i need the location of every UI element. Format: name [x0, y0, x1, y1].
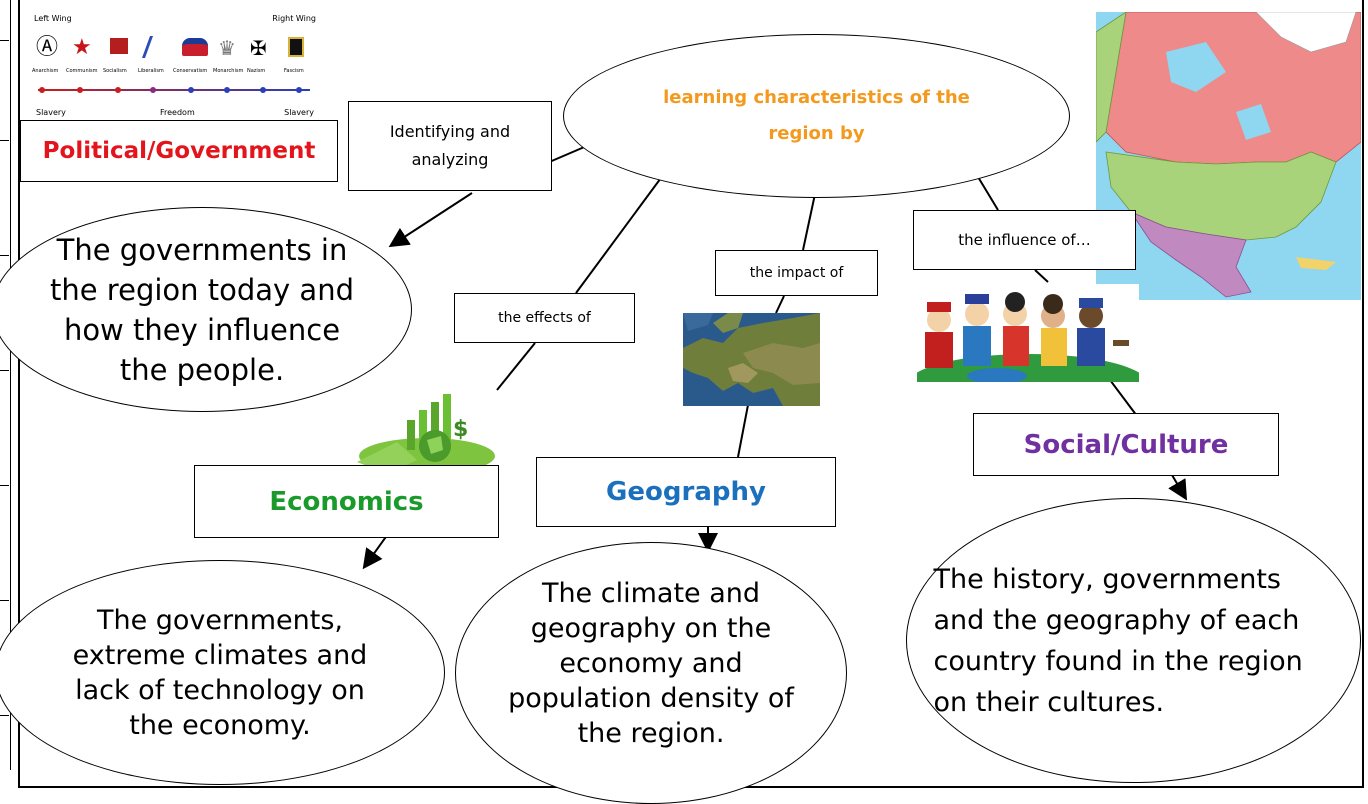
ideology-labels: Anarchism Communism Socialism Liberalism…: [30, 68, 322, 78]
line-social-mid: [1034, 269, 1049, 283]
social-category-box: Social/Culture: [973, 413, 1279, 476]
political-category-box: Political/Government: [20, 120, 338, 182]
liberalism-icon: [141, 36, 166, 58]
ideology-label: Anarchism: [32, 68, 59, 74]
ideology-label: Communism: [66, 68, 98, 74]
nazism-icon: ✠: [250, 36, 267, 60]
economics-detail-text: The governments, extreme climates and la…: [72, 604, 368, 741]
monarchism-icon: ♛: [218, 36, 236, 60]
political-spectrum-image: Left Wing Right Wing Ⓐ ★ ♛ ✠ Anarchism C…: [30, 12, 322, 120]
ideology-label: Fascism: [284, 68, 304, 74]
political-detail-text: The governments in the region today and …: [50, 232, 354, 387]
spectrum-scale-center: Freedom: [160, 108, 195, 117]
socialism-icon: [110, 38, 128, 54]
political-detail-ellipse: The governments in the region today and …: [0, 207, 412, 412]
economics-category-box: Economics: [194, 465, 499, 538]
geography-detail-text: The climate and geography on the economy…: [508, 577, 794, 749]
political-category-label: Political/Government: [42, 138, 316, 164]
spectrum-line: [38, 89, 310, 91]
economics-category-label: Economics: [269, 486, 424, 517]
line-geography-mid: [775, 295, 785, 314]
ideology-label: Conservatism: [173, 68, 208, 74]
link-box-economics: the effects of: [454, 293, 635, 343]
north-america-map-image: [1096, 12, 1361, 300]
europe-satellite-image: [683, 313, 820, 406]
geography-detail-ellipse: The climate and geography on the economy…: [455, 542, 847, 804]
social-detail-ellipse: The history, governments and the geograp…: [906, 498, 1361, 783]
arrow-social: [1168, 474, 1188, 501]
link-label-social: the influence of…: [958, 231, 1091, 249]
money-globe-image: $: [357, 390, 497, 476]
spectrum-left-label: Left Wing: [34, 14, 72, 23]
geography-category-box: Geography: [536, 457, 836, 527]
line-economics-top: [575, 162, 673, 294]
geography-category-label: Geography: [606, 477, 766, 507]
line-economics-bottom: [496, 342, 536, 391]
world-people-image: [917, 284, 1139, 382]
conservatism-icon: [182, 38, 208, 56]
economics-detail-ellipse: The governments, extreme climates and la…: [0, 560, 445, 785]
ideology-label: Socialism: [103, 68, 127, 74]
line-geography-bottom: [737, 404, 749, 458]
left-margin-strip: [0, 0, 11, 770]
social-category-label: Social/Culture: [1023, 429, 1229, 460]
central-ellipse: learning characteristics of the region b…: [563, 34, 1070, 198]
spectrum-scale-left: Slavery: [36, 108, 66, 117]
link-box-geography: the impact of: [715, 250, 878, 296]
anarchism-icon: Ⓐ: [36, 35, 59, 60]
link-label-political: Identifying and analyzing: [389, 122, 511, 169]
fascism-icon: [288, 37, 304, 57]
link-label-economics: the effects of: [498, 310, 591, 326]
svg-text:$: $: [453, 417, 468, 442]
link-box-social: the influence of…: [913, 210, 1136, 270]
ideology-label: Liberalism: [138, 68, 164, 74]
ideology-label: Nazism: [247, 68, 266, 74]
arrow-political: [388, 192, 473, 248]
spectrum-right-label: Right Wing: [272, 14, 316, 23]
link-box-political: Identifying and analyzing: [348, 101, 552, 191]
communism-icon: ★: [72, 35, 92, 60]
ideology-icons: Ⓐ ★ ♛ ✠: [36, 36, 316, 62]
spectrum-scale-right: Slavery: [284, 108, 314, 117]
central-concept-label: learning characteristics of the region b…: [663, 87, 970, 144]
social-detail-text: The history, governments and the geograp…: [933, 563, 1303, 718]
link-label-geography: the impact of: [749, 265, 844, 281]
ideology-label: Monarchism: [213, 68, 244, 74]
